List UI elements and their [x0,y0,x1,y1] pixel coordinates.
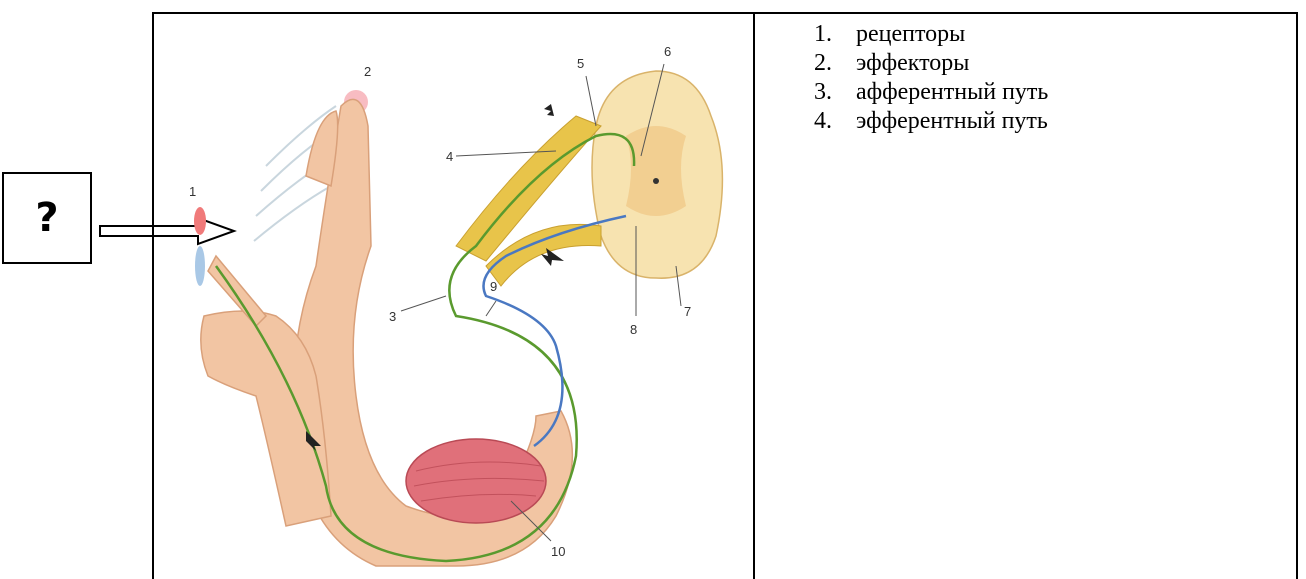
option-text: эфферентный путь [856,107,1048,136]
figure-label: 6 [664,44,671,59]
figure-label: 2 [364,64,371,79]
option-text: эффекторы [856,49,969,78]
figure-label: 10 [551,544,565,559]
answer-option: 4.эфферентный путь [814,107,1048,136]
option-number: 4. [814,107,856,136]
hand-fingers-shape [306,111,338,186]
option-number: 2. [814,49,856,78]
spinal-cord-section [592,71,722,278]
question-box: ? [2,172,92,264]
figure-label: 4 [446,149,453,164]
figure-label: 7 [684,304,691,319]
answer-option: 2.эффекторы [814,49,1048,78]
option-number: 3. [814,78,856,107]
biceps-muscle [406,439,546,523]
option-text: рецепторы [856,20,965,49]
question-mark: ? [35,195,58,241]
figure-label: 9 [490,279,497,294]
answer-option: 3.афферентный путь [814,78,1048,107]
option-text: афферентный путь [856,78,1048,107]
question-table: 1 2 3 4 5 6 7 8 9 10 1.рецепторы 2.эффек… [152,12,1298,579]
table-divider [753,14,755,579]
figure-label: 3 [389,309,396,324]
option-number: 1. [814,20,856,49]
figure-label: 8 [630,322,637,337]
answer-option: 1.рецепторы [814,20,1048,49]
figure-label: 5 [577,56,584,71]
figure-label: 1 [189,184,196,199]
reflex-arc-illustration: 1 2 3 4 5 6 7 8 9 10 [156,16,752,579]
answer-options-list: 1.рецепторы 2.эффекторы 3.афферентный пу… [814,20,1048,136]
candle-flame-icon [194,207,206,286]
